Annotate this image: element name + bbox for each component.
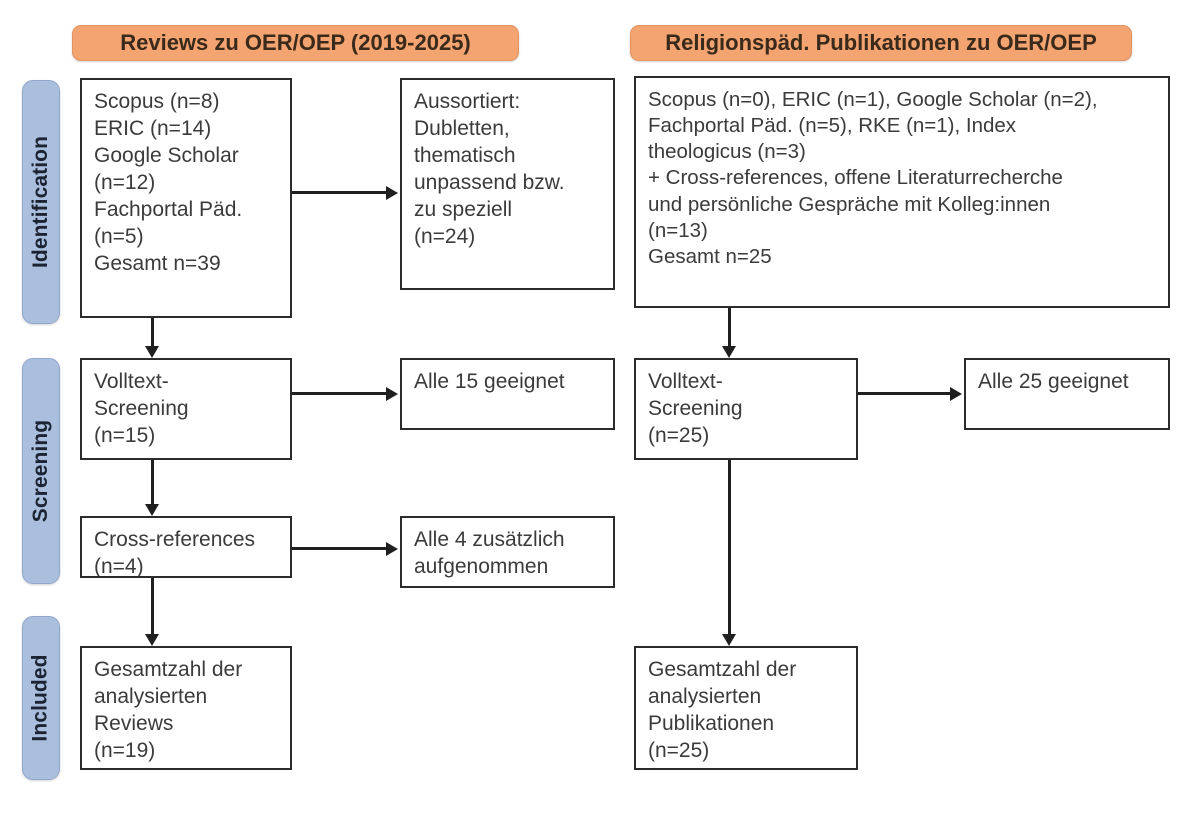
phase-label-identification-text: Identification bbox=[29, 135, 53, 269]
connector-right-ident-to-screening bbox=[728, 308, 731, 346]
column-header-reviews-text: Reviews zu OER/OEP (2019-2025) bbox=[120, 30, 471, 55]
left-identification-box: Scopus (n=8) ERIC (n=14) Google Scholar … bbox=[80, 78, 292, 318]
arrowhead-right-screening-to-included bbox=[722, 634, 736, 646]
arrowhead-left-screening-to-result bbox=[386, 386, 398, 401]
arrowhead-left-crossref-to-included bbox=[145, 634, 159, 646]
right-included-box: Gesamtzahl der analysierten Publikatione… bbox=[634, 646, 858, 770]
left-excluded-box: Aussortiert: Dubletten, thematisch unpas… bbox=[400, 78, 615, 290]
right-identification-box: Scopus (n=0), ERIC (n=1), Google Scholar… bbox=[634, 76, 1170, 308]
arrowhead-right-ident-to-screening bbox=[722, 346, 736, 358]
left-screening-result-box: Alle 15 geeignet bbox=[400, 358, 615, 430]
connector-left-ident-to-excluded bbox=[292, 191, 386, 194]
connector-left-screening-to-result bbox=[292, 392, 386, 395]
left-crossref-result-box: Alle 4 zusätzlich aufgenommen bbox=[400, 516, 615, 588]
connector-right-screening-to-result bbox=[858, 392, 950, 395]
connector-left-ident-to-screening bbox=[151, 318, 154, 346]
phase-label-included-text: Included bbox=[29, 654, 53, 742]
phase-label-identification: Identification bbox=[22, 80, 60, 324]
connector-left-crossref-to-included bbox=[151, 578, 154, 634]
left-crossref-box: Cross-references (n=4) bbox=[80, 516, 292, 578]
phase-label-screening: Screening bbox=[22, 358, 60, 584]
arrowhead-left-ident-to-screening bbox=[145, 346, 159, 358]
left-included-box: Gesamtzahl der analysierten Reviews (n=1… bbox=[80, 646, 292, 770]
right-screening-box: Volltext- Screening (n=25) bbox=[634, 358, 858, 460]
arrowhead-right-screening-to-result bbox=[950, 386, 962, 401]
column-header-reviews: Reviews zu OER/OEP (2019-2025) bbox=[72, 25, 519, 61]
column-header-publikationen-text: Religionspäd. Publikationen zu OER/OEP bbox=[665, 30, 1097, 55]
right-screening-result-box: Alle 25 geeignet bbox=[964, 358, 1170, 430]
connector-left-screening-to-crossref bbox=[151, 460, 154, 504]
phase-label-screening-text: Screening bbox=[29, 419, 52, 523]
arrowhead-left-screening-to-crossref bbox=[145, 504, 159, 516]
phase-label-included: Included bbox=[22, 616, 60, 780]
arrowhead-left-ident-to-excluded bbox=[386, 185, 398, 200]
connector-right-screening-to-included bbox=[728, 460, 731, 634]
column-header-publikationen: Religionspäd. Publikationen zu OER/OEP bbox=[630, 25, 1132, 61]
left-screening-box: Volltext- Screening (n=15) bbox=[80, 358, 292, 460]
connector-left-crossref-to-result bbox=[292, 547, 386, 550]
arrowhead-left-crossref-to-result bbox=[386, 541, 398, 556]
